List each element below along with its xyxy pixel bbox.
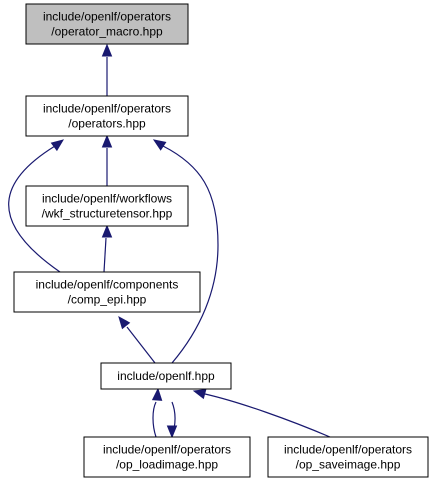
node-op-loadimage[interactable]: include/openlf/operators/op_loadimage.hp… bbox=[83, 436, 251, 478]
node-label-line: include/openlf/components bbox=[36, 278, 179, 292]
node-comp-epi[interactable]: include/openlf/components/comp_epi.hpp bbox=[13, 271, 201, 313]
edge-arrowhead bbox=[118, 315, 131, 330]
node-label-line: /wkf_structuretensor.hpp bbox=[42, 207, 173, 221]
node-box[interactable] bbox=[25, 3, 189, 45]
edge-line bbox=[162, 145, 219, 364]
node-label-line: include/openlf.hpp bbox=[117, 369, 215, 383]
edge-op-loadimage-to-openlf bbox=[151, 387, 163, 438]
node-label-line: include/openlf/operators bbox=[43, 10, 171, 24]
node-operator-macro[interactable]: include/openlf/operators/operator_macro.… bbox=[25, 3, 189, 45]
edge-line bbox=[204, 393, 331, 438]
node-openlf[interactable]: include/openlf.hpp bbox=[100, 362, 232, 390]
node-box[interactable] bbox=[13, 271, 201, 313]
edge-operators-to-operator-macro bbox=[101, 43, 113, 96]
edge-arrowhead bbox=[151, 387, 163, 401]
node-box[interactable] bbox=[267, 436, 429, 478]
node-label-line: include/openlf/operators bbox=[284, 443, 412, 457]
edges-layer bbox=[8, 43, 331, 439]
node-box[interactable] bbox=[100, 362, 232, 390]
edge-line bbox=[152, 401, 157, 438]
edge-line bbox=[126, 326, 156, 364]
edge-wkf-structuretensor-to-operators bbox=[101, 134, 113, 186]
edge-arrowhead bbox=[101, 43, 113, 57]
edge-comp-epi-to-wkf-structuretensor bbox=[101, 224, 113, 273]
node-label-line: /operators.hpp bbox=[68, 117, 146, 131]
edge-arrowhead bbox=[50, 139, 65, 152]
edge-openlf-to-operators bbox=[152, 139, 219, 364]
node-label-line: /operator_macro.hpp bbox=[51, 25, 163, 39]
edge-line bbox=[8, 145, 61, 273]
node-label-line: /op_saveimage.hpp bbox=[296, 458, 401, 472]
node-box[interactable] bbox=[25, 185, 189, 227]
edge-comp-epi-to-operators bbox=[8, 139, 65, 273]
node-operators[interactable]: include/openlf/operators/operators.hpp bbox=[25, 95, 189, 137]
nodes-layer: include/openlf/operators/operator_macro.… bbox=[13, 3, 429, 478]
edge-arrowhead bbox=[152, 139, 167, 151]
node-wkf-structuretensor[interactable]: include/openlf/workflows/wkf_structurete… bbox=[25, 185, 189, 227]
node-label-line: include/openlf/operators bbox=[103, 443, 231, 457]
node-box[interactable] bbox=[83, 436, 251, 478]
node-op-saveimage[interactable]: include/openlf/operators/op_saveimage.hp… bbox=[267, 436, 429, 478]
edge-arrowhead bbox=[101, 134, 113, 148]
edge-openlf-to-op-loadimage bbox=[166, 401, 178, 439]
edge-arrowhead bbox=[192, 388, 207, 400]
edge-op-saveimage-to-openlf bbox=[192, 388, 331, 438]
edge-line bbox=[103, 237, 107, 273]
edge-openlf-to-comp-epi bbox=[118, 315, 156, 364]
node-label-line: /comp_epi.hpp bbox=[68, 293, 147, 307]
edge-arrowhead bbox=[166, 425, 178, 439]
edge-arrowhead bbox=[101, 224, 113, 238]
node-label-line: /op_loadimage.hpp bbox=[116, 458, 218, 472]
node-label-line: include/openlf/operators bbox=[43, 102, 171, 116]
node-label-line: include/openlf/workflows bbox=[42, 192, 172, 206]
node-box[interactable] bbox=[25, 95, 189, 137]
